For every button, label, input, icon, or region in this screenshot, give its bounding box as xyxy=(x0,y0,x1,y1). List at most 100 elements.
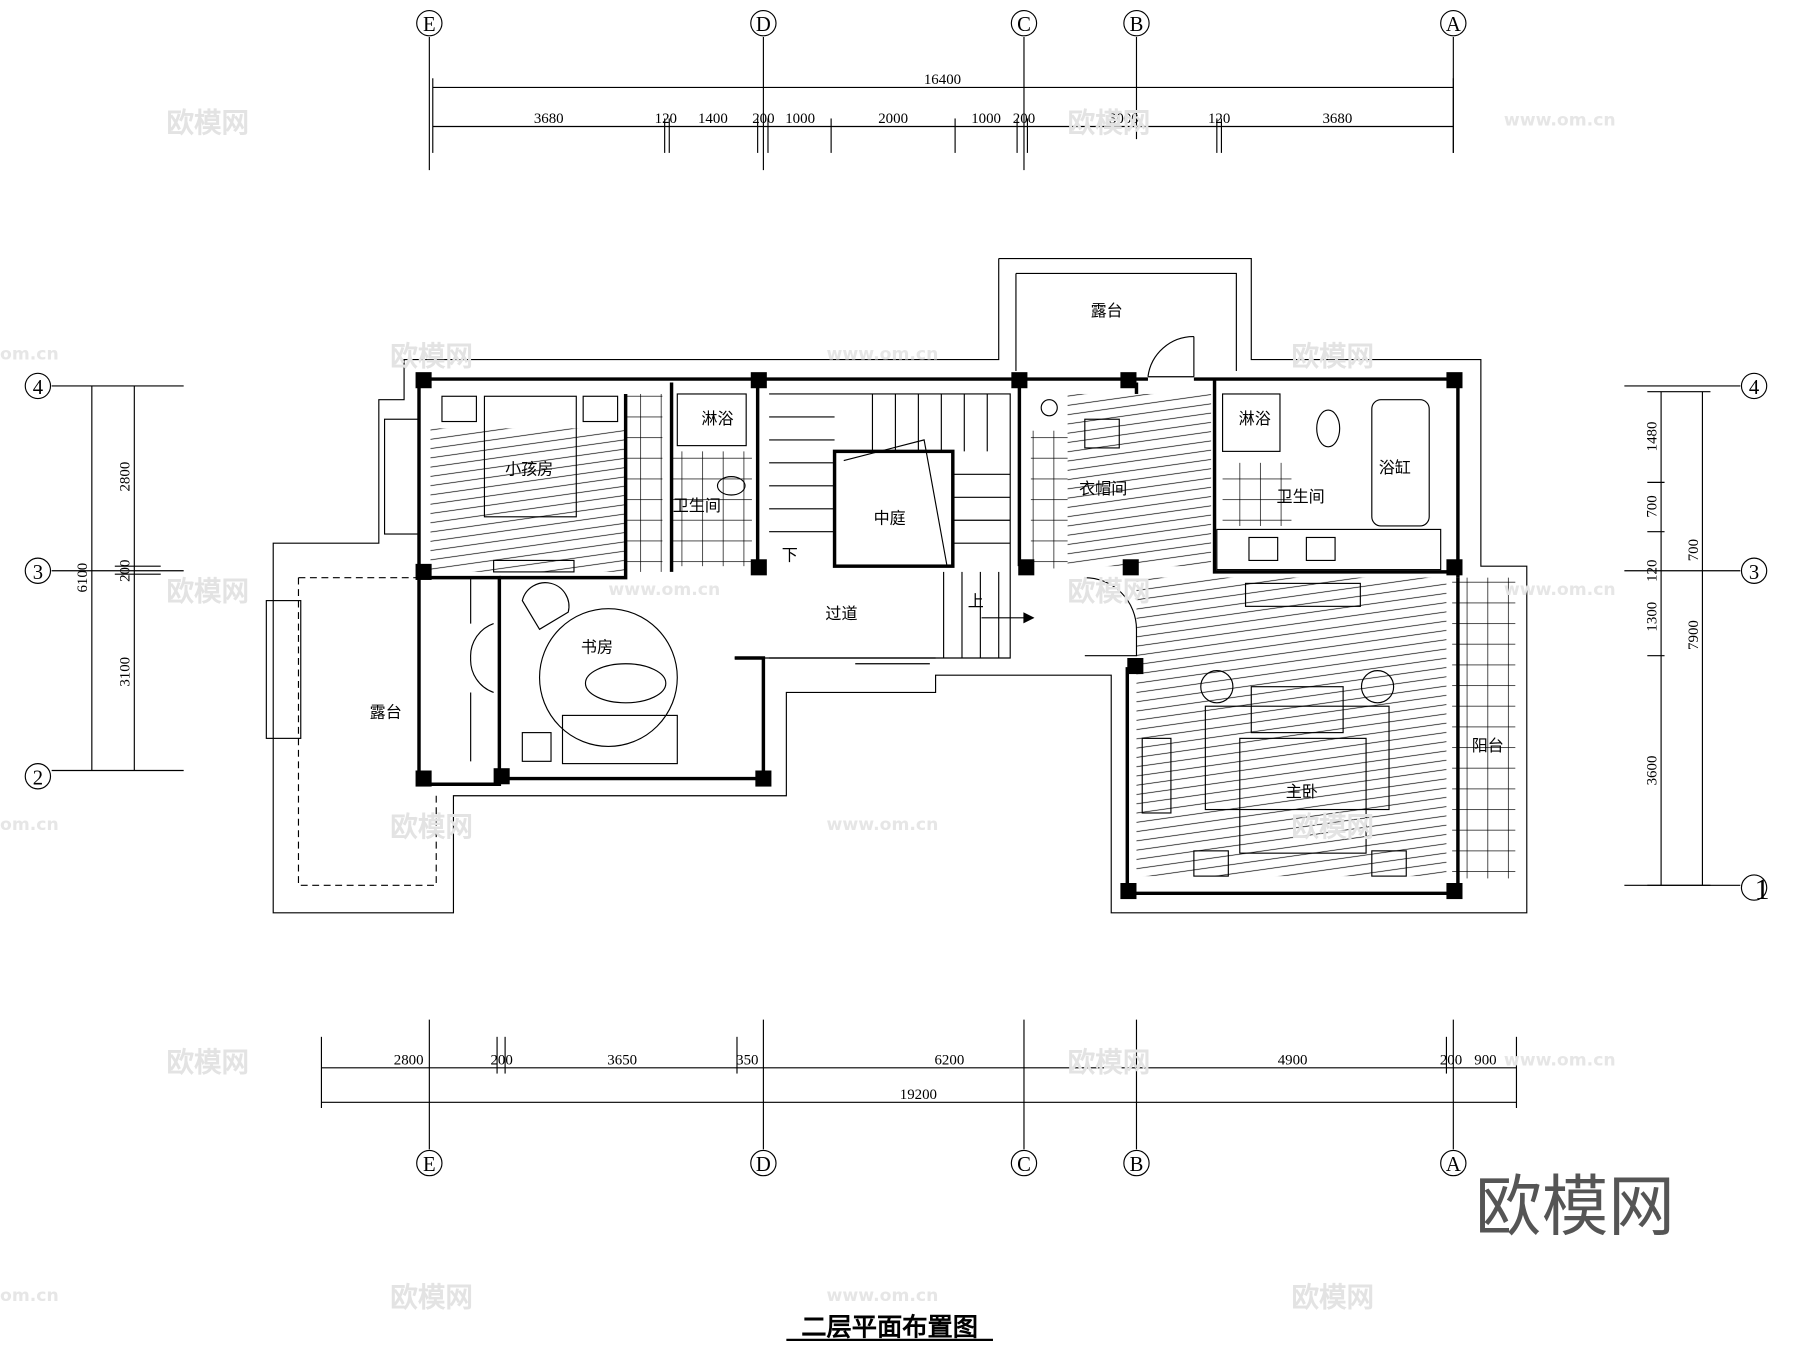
svg-text:3: 3 xyxy=(1749,562,1759,584)
watermark: 欧模网 xyxy=(1291,1282,1374,1314)
watermark: www.om.cn xyxy=(827,345,939,365)
floor-finishes xyxy=(430,393,1516,879)
axis-bubble-B-bottom: B xyxy=(1123,1149,1150,1177)
svg-text:4: 4 xyxy=(1749,377,1759,399)
room-label-shower-left: 淋浴 xyxy=(701,409,733,428)
axis-bubble-D: D xyxy=(750,9,777,37)
svg-text:E: E xyxy=(423,14,436,36)
axis-bubble-C-bottom: C xyxy=(1010,1149,1038,1177)
svg-text:2000: 2000 xyxy=(878,111,908,127)
axis-bubble-B: B xyxy=(1123,9,1150,37)
study-rug xyxy=(538,608,678,747)
svg-text:A: A xyxy=(1446,14,1461,36)
svg-text:B: B xyxy=(1130,1154,1144,1176)
svg-text:1000: 1000 xyxy=(785,111,815,127)
watermark: 欧模网 xyxy=(1068,576,1151,608)
watermark: www.om.cn xyxy=(827,1286,939,1306)
axis-bubble-4-right: 4 xyxy=(1740,372,1768,400)
watermark: 欧模网 xyxy=(1068,1046,1151,1078)
svg-text:6200: 6200 xyxy=(934,1052,964,1068)
watermark: 欧模网 xyxy=(390,1282,473,1314)
svg-text:200: 200 xyxy=(752,111,774,127)
svg-text:4900: 4900 xyxy=(1278,1052,1308,1068)
watermark: 欧模网 xyxy=(1291,340,1374,372)
bottom-dimensions: 2800 200 3650 350 6200 4900 200 900 1920… xyxy=(320,1036,1518,1109)
room-label-bathtub: 浴缸 xyxy=(1379,458,1411,477)
svg-text:2: 2 xyxy=(33,767,43,789)
svg-text:200: 200 xyxy=(118,560,134,582)
svg-text:200: 200 xyxy=(1013,111,1035,127)
watermark: 欧模网 xyxy=(390,811,473,843)
svg-text:3: 3 xyxy=(33,562,43,584)
room-label-terrace-left: 露台 xyxy=(370,703,402,722)
svg-text:700: 700 xyxy=(1645,495,1661,517)
axis-bubble-D-bottom: D xyxy=(750,1149,777,1177)
svg-text:A: A xyxy=(1446,1154,1461,1176)
axis-bubble-C: C xyxy=(1010,9,1038,37)
svg-text:3680: 3680 xyxy=(1322,111,1352,127)
svg-text:C: C xyxy=(1017,14,1031,36)
watermark: www.om.cn xyxy=(1504,1051,1616,1071)
watermark: om.cn xyxy=(0,815,59,835)
svg-text:1: 1 xyxy=(1755,873,1770,906)
room-label-balcony: 阳台 xyxy=(1472,736,1504,755)
svg-text:3600: 3600 xyxy=(1645,756,1661,786)
axis-bubble-2-left: 2 xyxy=(24,763,52,790)
svg-text:4: 4 xyxy=(33,377,43,399)
watermark: www.om.cn xyxy=(827,815,939,835)
watermark: 欧模网 xyxy=(1291,811,1374,843)
svg-text:120: 120 xyxy=(1208,111,1230,127)
structural-columns xyxy=(415,372,1463,900)
svg-text:3680: 3680 xyxy=(534,111,564,127)
axis-bubble-4-left: 4 xyxy=(24,372,52,400)
bathtub xyxy=(1371,399,1430,527)
axis-bubble-1-right: 1 xyxy=(1740,873,1770,906)
watermarks: 欧模网 欧模网 www.om.cn 欧模网 www.om.cn 欧模网 om.c… xyxy=(0,107,1675,1313)
furniture xyxy=(441,393,1442,877)
svg-text:16400: 16400 xyxy=(924,72,961,88)
room-labels: 露台 小孩房 淋浴 卫生间 中庭 衣帽间 淋浴 卫生间 浴缸 过道 书房 露台 … xyxy=(370,301,1504,801)
svg-text:700: 700 xyxy=(1686,539,1702,561)
stair-down-label: 下 xyxy=(782,545,798,564)
svg-text:3100: 3100 xyxy=(118,657,134,687)
watermark: 欧模网 xyxy=(1068,107,1151,139)
staircase xyxy=(769,393,1035,659)
room-label-bathroom-right: 卫生间 xyxy=(1277,487,1325,506)
svg-text:120: 120 xyxy=(655,111,677,127)
watermark: om.cn xyxy=(0,1286,59,1306)
watermark: 欧模网 xyxy=(166,107,249,139)
axis-bubble-A-bottom: A xyxy=(1440,1149,1467,1177)
left-dimensions: 6100 2800 200 3100 xyxy=(75,385,161,771)
kids-bed xyxy=(483,395,577,518)
sofa xyxy=(561,714,678,765)
svg-text:3000: 3000 xyxy=(1109,111,1139,127)
svg-text:2800: 2800 xyxy=(394,1052,424,1068)
watermark: www.om.cn xyxy=(1504,580,1616,600)
svg-text:900: 900 xyxy=(1474,1052,1496,1068)
svg-text:2800: 2800 xyxy=(118,462,134,492)
room-label-atrium: 中庭 xyxy=(874,509,906,528)
axis-bubble-E-bottom: E xyxy=(416,1149,443,1177)
svg-text:350: 350 xyxy=(736,1052,758,1068)
svg-text:6100: 6100 xyxy=(75,563,91,593)
room-label-corridor: 过道 xyxy=(825,604,857,623)
svg-text:1000: 1000 xyxy=(971,111,1001,127)
room-label-study: 书房 xyxy=(581,637,613,656)
room-label-master-bedroom: 主卧 xyxy=(1286,782,1318,801)
room-label-bathroom-left: 卫生间 xyxy=(673,496,721,515)
svg-text:D: D xyxy=(756,14,771,36)
axis-bubble-A: A xyxy=(1440,9,1467,37)
watermark-logo: 欧模网 xyxy=(1475,1168,1675,1246)
master-bed xyxy=(1239,737,1367,854)
top-dimensions: 16400 3680 120 1400 200 1000 2000 1000 2… xyxy=(432,72,1454,153)
svg-text:D: D xyxy=(756,1154,771,1176)
svg-text:1480: 1480 xyxy=(1645,422,1661,452)
svg-text:1400: 1400 xyxy=(698,111,728,127)
svg-text:19200: 19200 xyxy=(900,1087,937,1103)
axis-bubble-3-right: 3 xyxy=(1740,557,1768,584)
svg-text:200: 200 xyxy=(490,1052,512,1068)
svg-text:B: B xyxy=(1130,14,1144,36)
axis-bubble-3-left: 3 xyxy=(24,557,52,584)
watermark: www.om.cn xyxy=(608,580,720,600)
